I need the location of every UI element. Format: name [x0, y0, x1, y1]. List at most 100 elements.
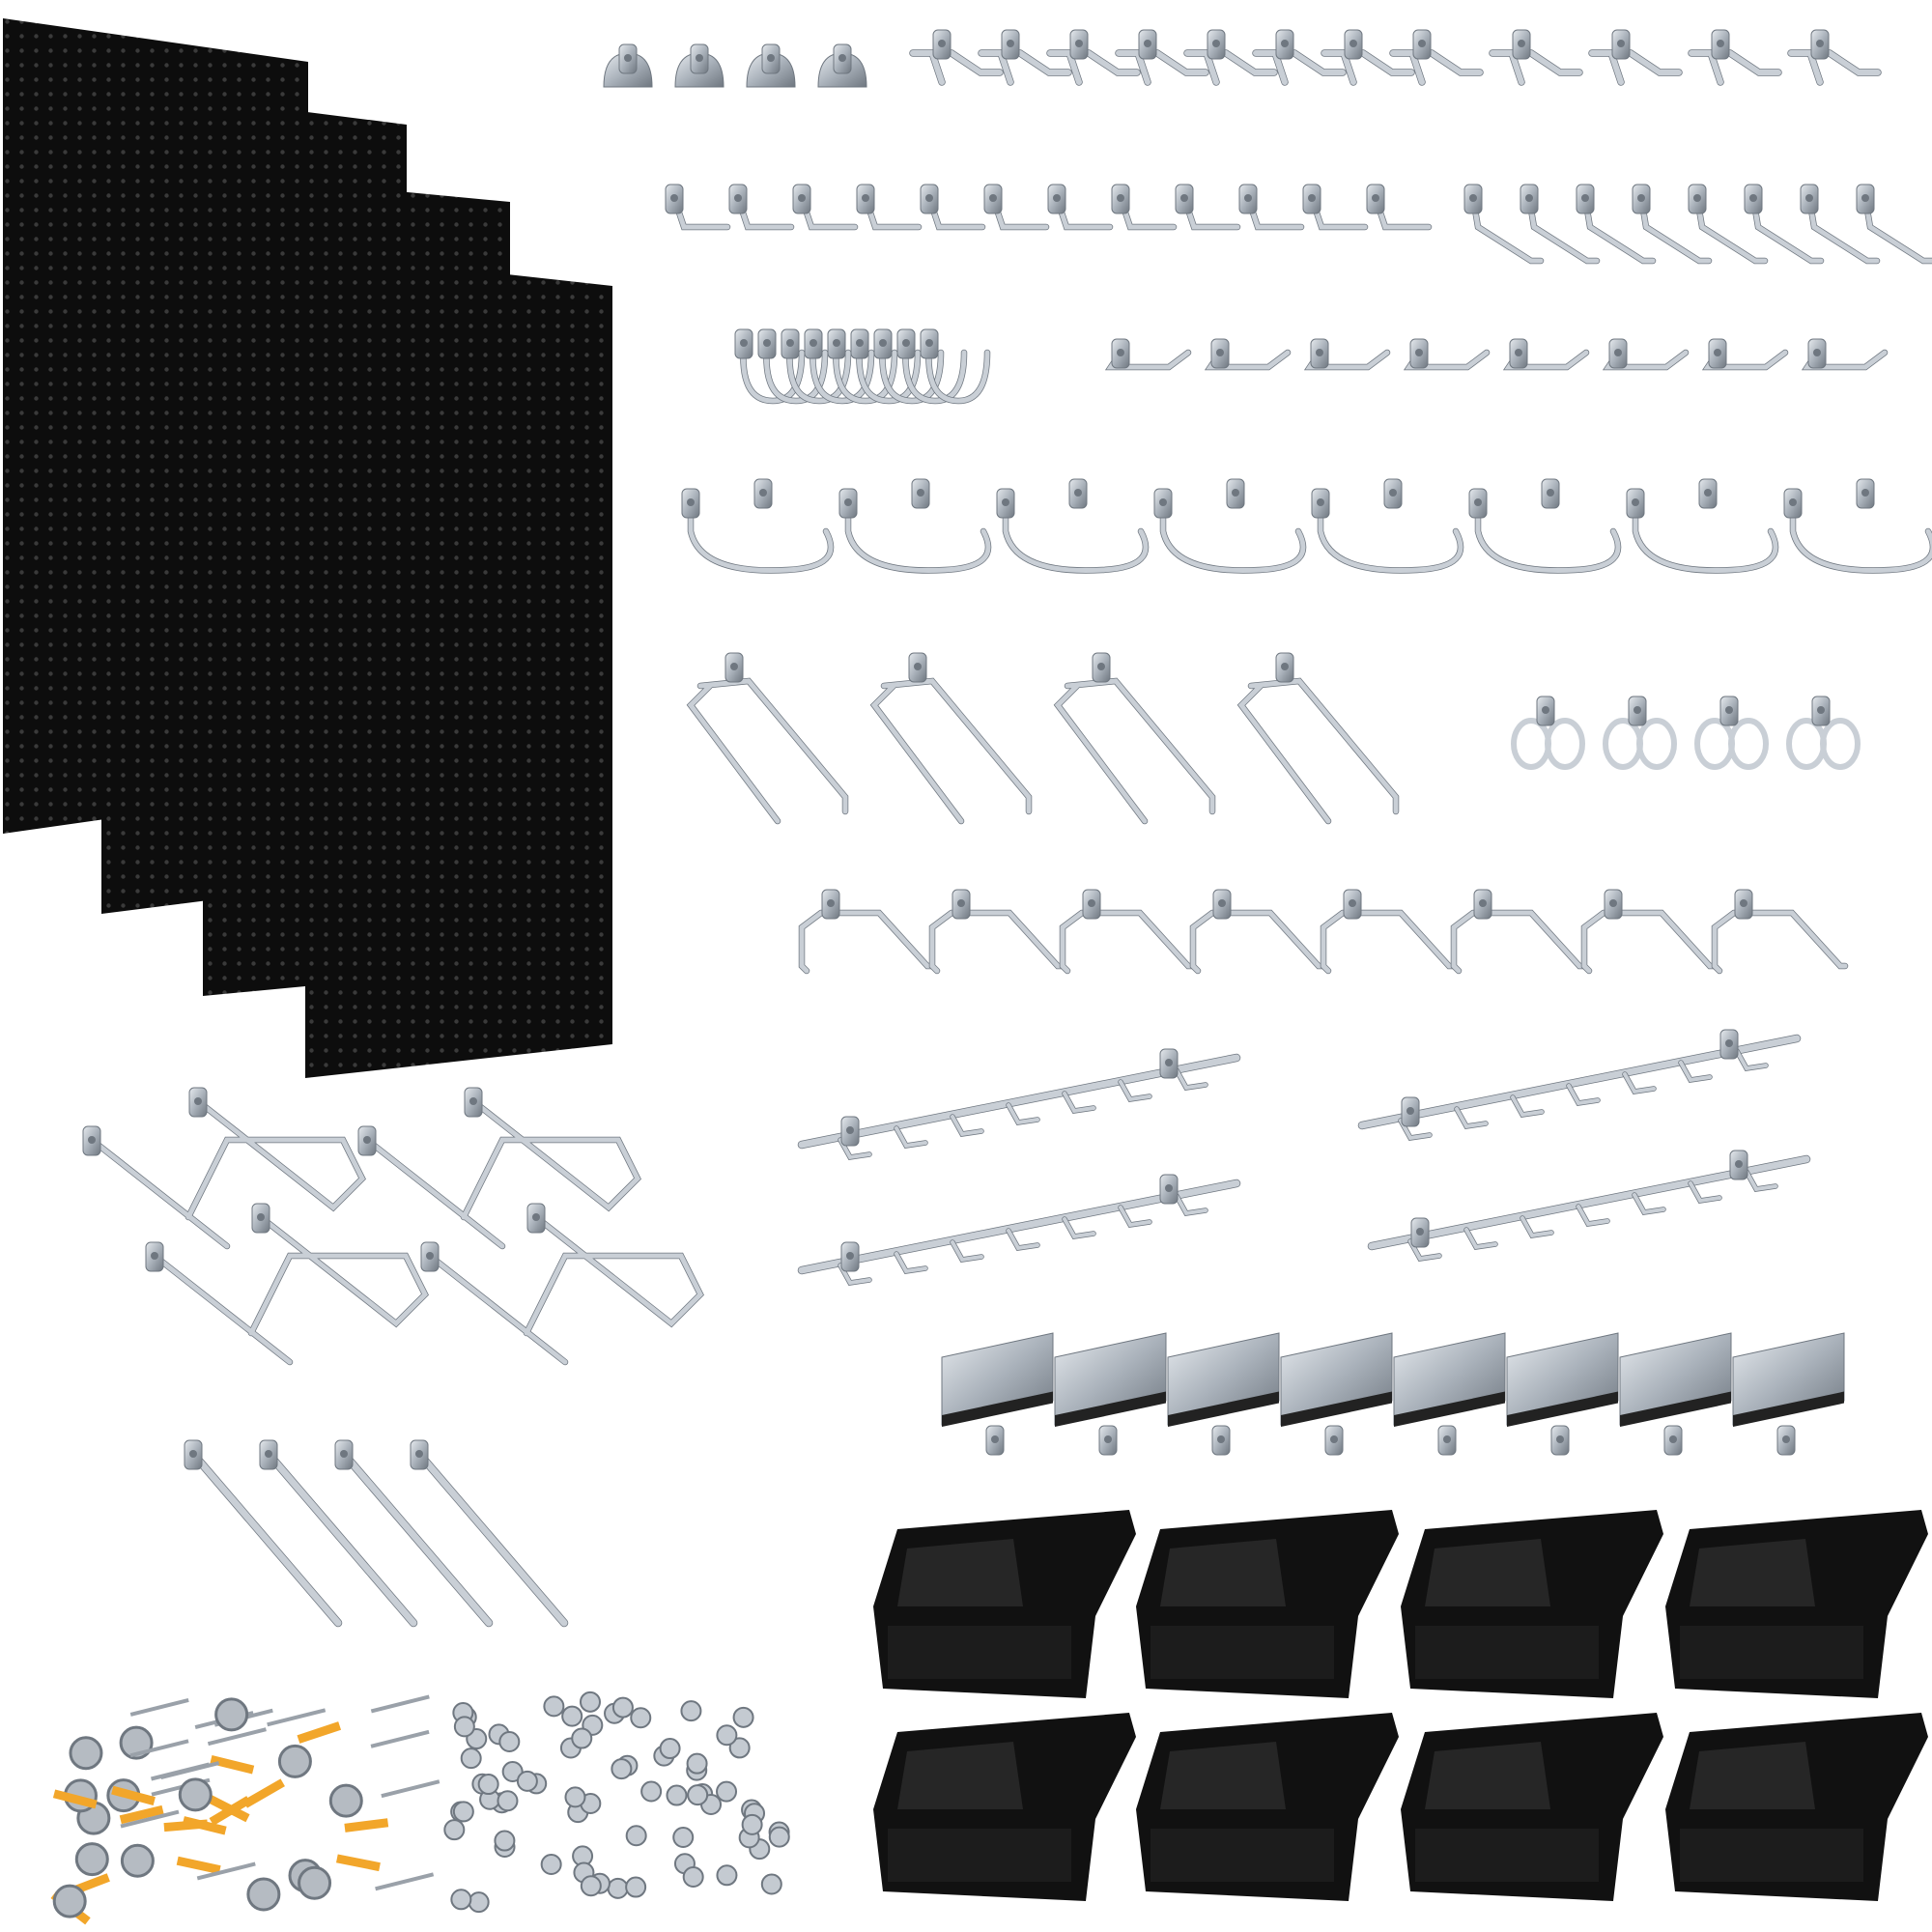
screw-icon — [1725, 706, 1733, 714]
wire — [1589, 50, 1682, 85]
screw-icon — [696, 54, 703, 62]
wire — [1119, 1206, 1151, 1228]
pegboard-hook — [681, 478, 835, 574]
machine-screw — [497, 1790, 519, 1812]
machine-screw — [625, 1825, 647, 1847]
screw-icon — [1614, 349, 1622, 356]
storage-bin — [1401, 1713, 1663, 1901]
pegboard-hook — [1104, 338, 1192, 371]
screw — [370, 1729, 430, 1748]
screw-icon — [1144, 40, 1151, 47]
bin-label-window — [1151, 1626, 1334, 1679]
bin-interior — [1690, 1539, 1815, 1606]
screw-icon — [1418, 40, 1426, 47]
screw-icon — [1097, 663, 1105, 670]
screw-icon — [730, 663, 738, 670]
ring — [1694, 718, 1735, 770]
wire — [838, 1264, 871, 1286]
screw-icon — [1002, 498, 1009, 506]
screw-icon — [917, 489, 924, 497]
machine-screw — [580, 1875, 602, 1897]
machine-screw — [687, 1784, 709, 1806]
machine-screw — [579, 1690, 601, 1713]
pegboard-hook — [1801, 338, 1889, 371]
machine-screw — [716, 1780, 738, 1803]
wire — [1184, 50, 1277, 85]
screw-icon — [363, 1136, 371, 1144]
screw-icon — [844, 498, 852, 506]
pegboard-hook — [1787, 29, 1882, 86]
wire — [979, 50, 1071, 85]
screw-icon — [1416, 1228, 1424, 1236]
wire — [1679, 1061, 1712, 1083]
wire — [1253, 50, 1346, 85]
screw-icon — [1735, 1160, 1743, 1168]
ring — [1820, 718, 1861, 770]
pegboard-hook — [1357, 1029, 1802, 1142]
wire — [740, 340, 805, 404]
ring — [1636, 718, 1677, 770]
wire — [1007, 1103, 1039, 1125]
machine-screw — [640, 1780, 663, 1803]
screw-icon — [1007, 40, 1014, 47]
pegboard-hook — [797, 1048, 1241, 1161]
wire — [1063, 1217, 1095, 1239]
screw — [375, 1872, 435, 1891]
pegboard-hook — [1393, 1332, 1506, 1456]
pegboard-hook — [145, 1203, 429, 1366]
pegboard-hook — [1732, 1332, 1845, 1456]
wire — [1399, 1119, 1432, 1141]
ring — [1728, 718, 1769, 770]
machine-screw — [680, 1700, 702, 1722]
screw-icon — [1406, 1107, 1414, 1115]
screw-icon — [1281, 40, 1289, 47]
pegboard-hook — [817, 43, 867, 88]
washer — [277, 1744, 312, 1778]
screw — [120, 1809, 180, 1829]
wire — [895, 1126, 927, 1149]
screw-icon — [786, 339, 794, 347]
wire — [856, 340, 921, 404]
pegboard-hook — [797, 1174, 1241, 1287]
screw-icon — [1159, 498, 1167, 506]
screw-icon — [1281, 663, 1289, 670]
wire — [810, 340, 874, 404]
machine-screw — [453, 1716, 475, 1738]
screw-icon — [1075, 40, 1083, 47]
machine-screw — [760, 1873, 782, 1895]
screw-icon — [1542, 706, 1549, 714]
machine-screw — [716, 1864, 738, 1887]
screw-icon — [925, 194, 933, 202]
machine-screw — [477, 1774, 499, 1796]
pegboard-hook — [686, 652, 849, 825]
pegboard-hook — [82, 1087, 366, 1250]
screw-icon — [846, 1126, 854, 1134]
screw-icon — [798, 194, 806, 202]
storage-bin — [1136, 1510, 1399, 1698]
pegboard-hook — [674, 43, 724, 88]
pegboard-hook — [1280, 1332, 1393, 1456]
washer — [328, 1783, 363, 1818]
pegboard-hook — [184, 1439, 343, 1628]
wire — [1451, 910, 1587, 974]
wire — [1190, 910, 1326, 974]
screw-icon — [426, 1252, 434, 1260]
screw-icon — [1330, 1435, 1338, 1443]
screw-icon — [989, 194, 997, 202]
screw-icon — [1632, 498, 1639, 506]
screw-icon — [469, 1097, 477, 1105]
pegboard-hook — [827, 328, 898, 405]
screw-icon — [1104, 1435, 1112, 1443]
screw-icon — [1232, 489, 1239, 497]
pegboard-hook — [334, 1439, 494, 1628]
screw-icon — [734, 194, 742, 202]
wire — [1119, 1080, 1151, 1102]
washer — [120, 1843, 155, 1878]
pegboard-hook — [1694, 696, 1769, 770]
wire — [902, 340, 967, 404]
machine-screw — [498, 1731, 521, 1753]
screw-icon — [925, 339, 933, 347]
machine-screw — [659, 1738, 681, 1760]
wire — [1633, 1193, 1665, 1215]
pegboard-hook — [1183, 29, 1278, 86]
